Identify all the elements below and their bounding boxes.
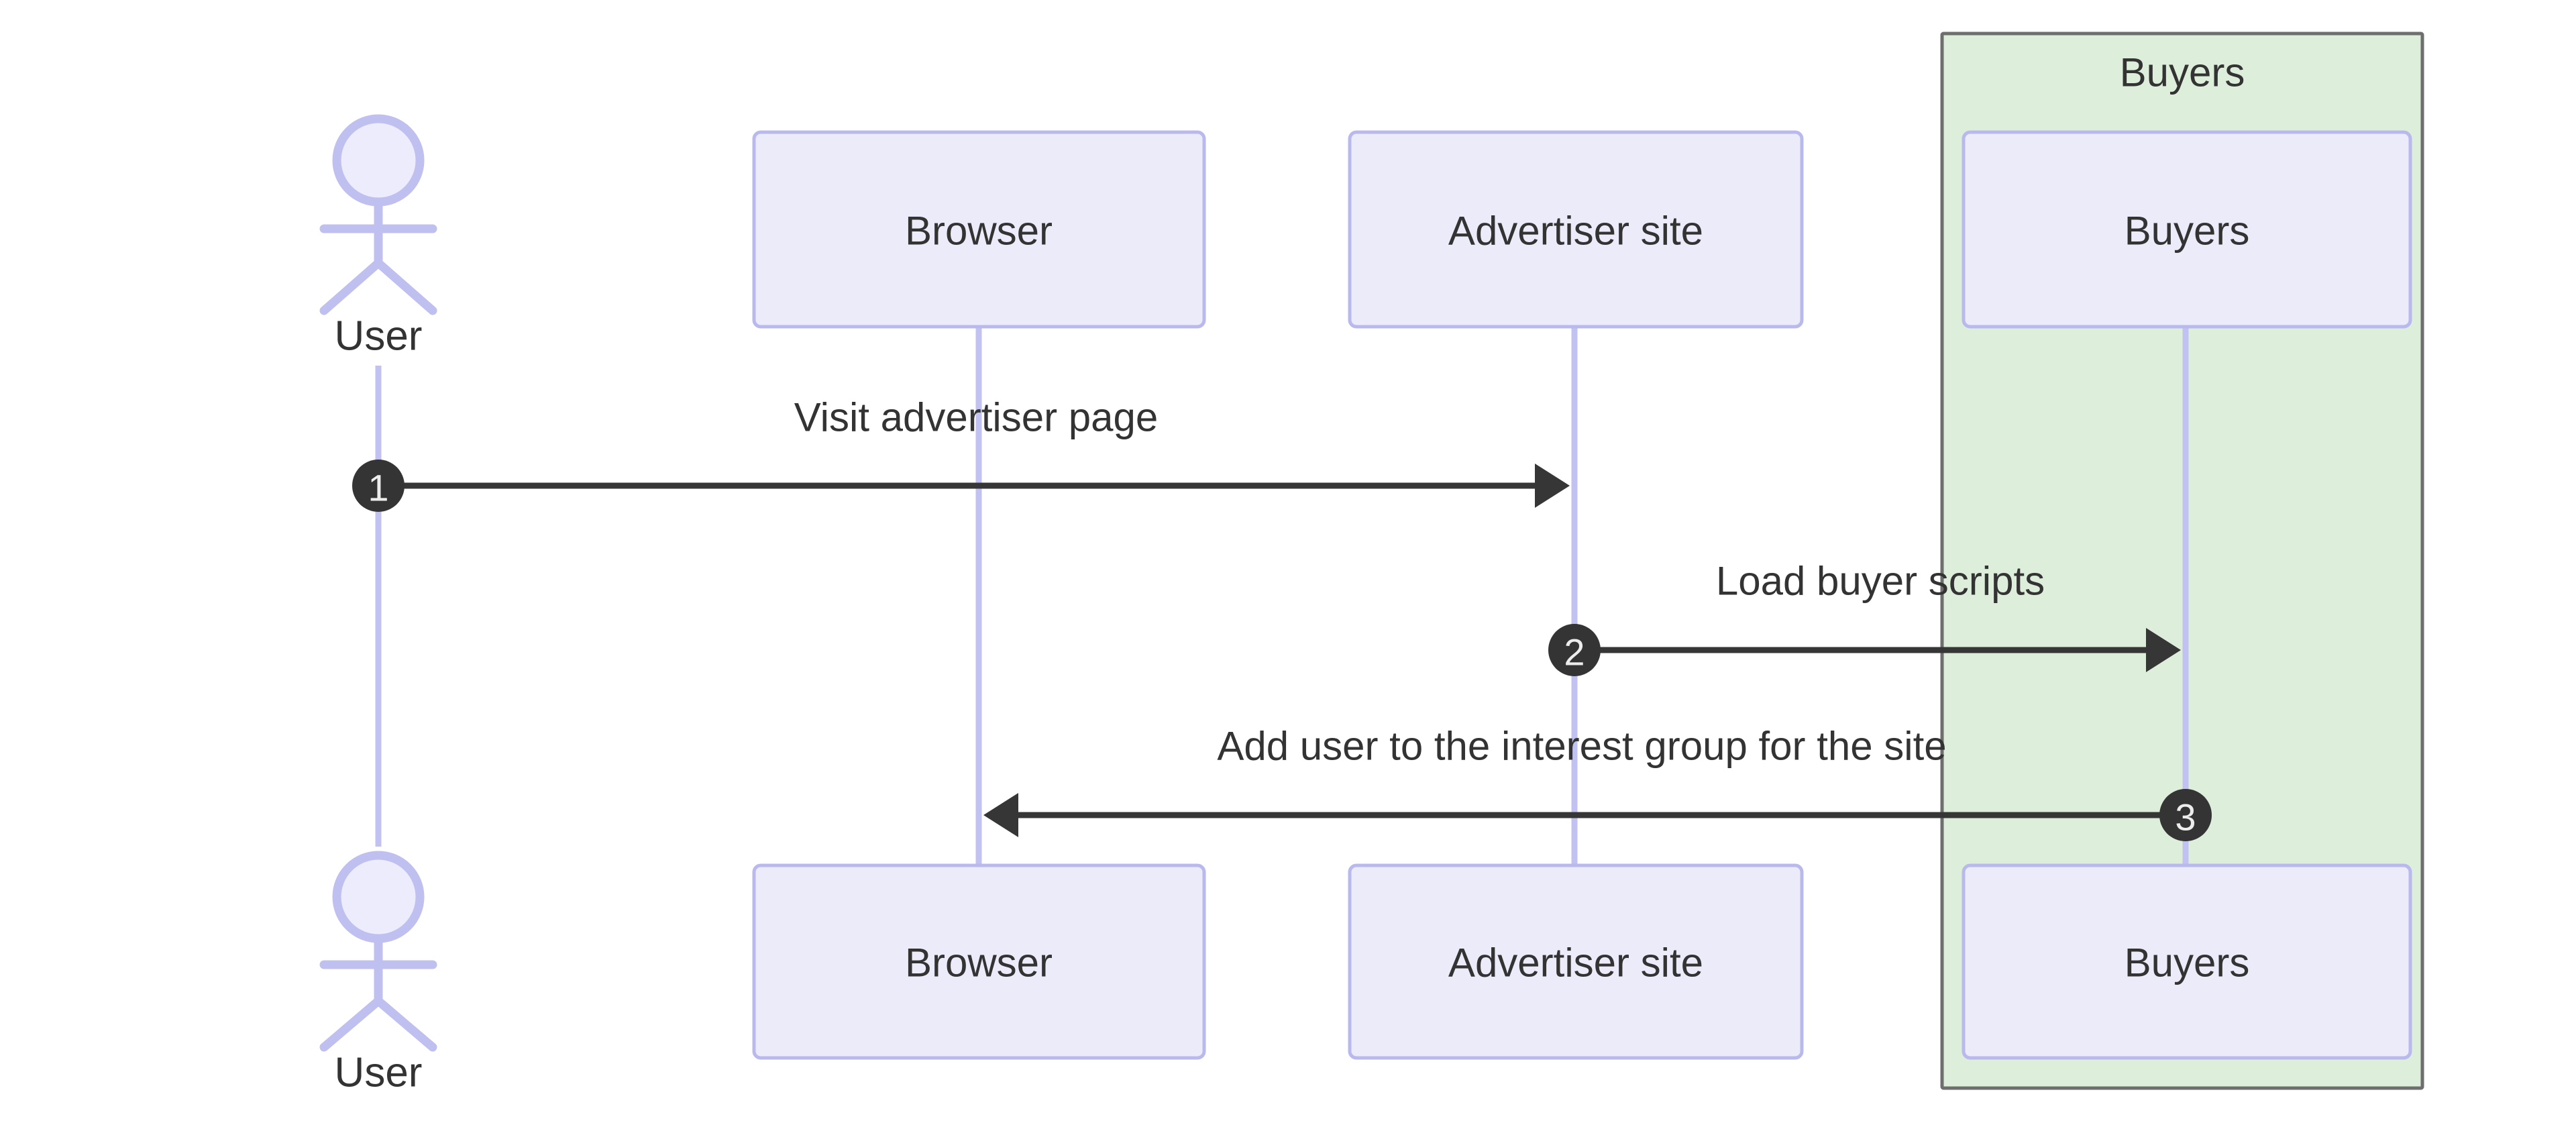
actor-user-top: User — [319, 114, 437, 360]
participant-browser-bottom-label: Browser — [905, 941, 1053, 985]
participant-advertiser-site-bottom: Advertiser site — [1348, 863, 1804, 1060]
message-2: Load buyer scripts 2 — [1548, 559, 2181, 676]
message-3-number: 3 — [2175, 796, 2196, 839]
buyers-group-label: Buyers — [2120, 50, 2245, 95]
actor-user-top-head — [332, 114, 425, 207]
participant-browser-bottom-box — [752, 863, 1206, 1060]
actor-user-top-body — [319, 197, 437, 315]
participant-advertiser-site-top: Advertiser site — [1348, 130, 1804, 329]
actor-user-top-label: User — [335, 313, 423, 360]
message-3-arrowhead — [983, 793, 1018, 837]
message-1-arrowhead — [1535, 464, 1570, 508]
participant-browser-top-box — [752, 130, 1206, 329]
participant-buyers-top-label: Buyers — [2125, 209, 2250, 254]
participant-buyers-bottom: Buyers — [1962, 863, 2412, 1060]
message-2-number-badge — [1548, 624, 1601, 676]
message-1-label: Visit advertiser page — [794, 395, 1159, 440]
actor-user-bottom: User — [319, 851, 437, 1096]
participant-advertiser-site-top-box — [1348, 130, 1804, 329]
participant-buyers-bottom-box — [1962, 863, 2412, 1060]
participant-browser-bottom: Browser — [752, 863, 1206, 1060]
participant-browser-top-label: Browser — [905, 209, 1053, 254]
actor-user-bottom-body — [319, 934, 437, 1052]
message-2-arrowhead — [2146, 628, 2181, 672]
message-3-number-badge — [2159, 789, 2212, 841]
actor-user-bottom-label: User — [335, 1050, 423, 1096]
participant-advertiser-site-bottom-label: Advertiser site — [1448, 941, 1703, 985]
message-1: Visit advertiser page 1 — [352, 395, 1570, 512]
participant-buyers-bottom-label: Buyers — [2125, 941, 2250, 985]
participant-advertiser-site-bottom-box — [1348, 863, 1804, 1060]
message-2-number: 2 — [1564, 631, 1585, 674]
participant-advertiser-site-top-label: Advertiser site — [1448, 209, 1703, 254]
message-2-label: Load buyer scripts — [1716, 559, 2045, 604]
participant-buyers-top-box — [1962, 130, 2412, 329]
message-3-label: Add user to the interest group for the s… — [1217, 724, 1946, 769]
participant-browser-top: Browser — [752, 130, 1206, 329]
message-1-number-badge — [352, 460, 405, 512]
actor-user-bottom-head — [332, 851, 425, 943]
participant-buyers-top: Buyers — [1962, 130, 2412, 329]
message-3: Add user to the interest group for the s… — [983, 724, 2212, 841]
message-1-number: 1 — [368, 467, 388, 509]
